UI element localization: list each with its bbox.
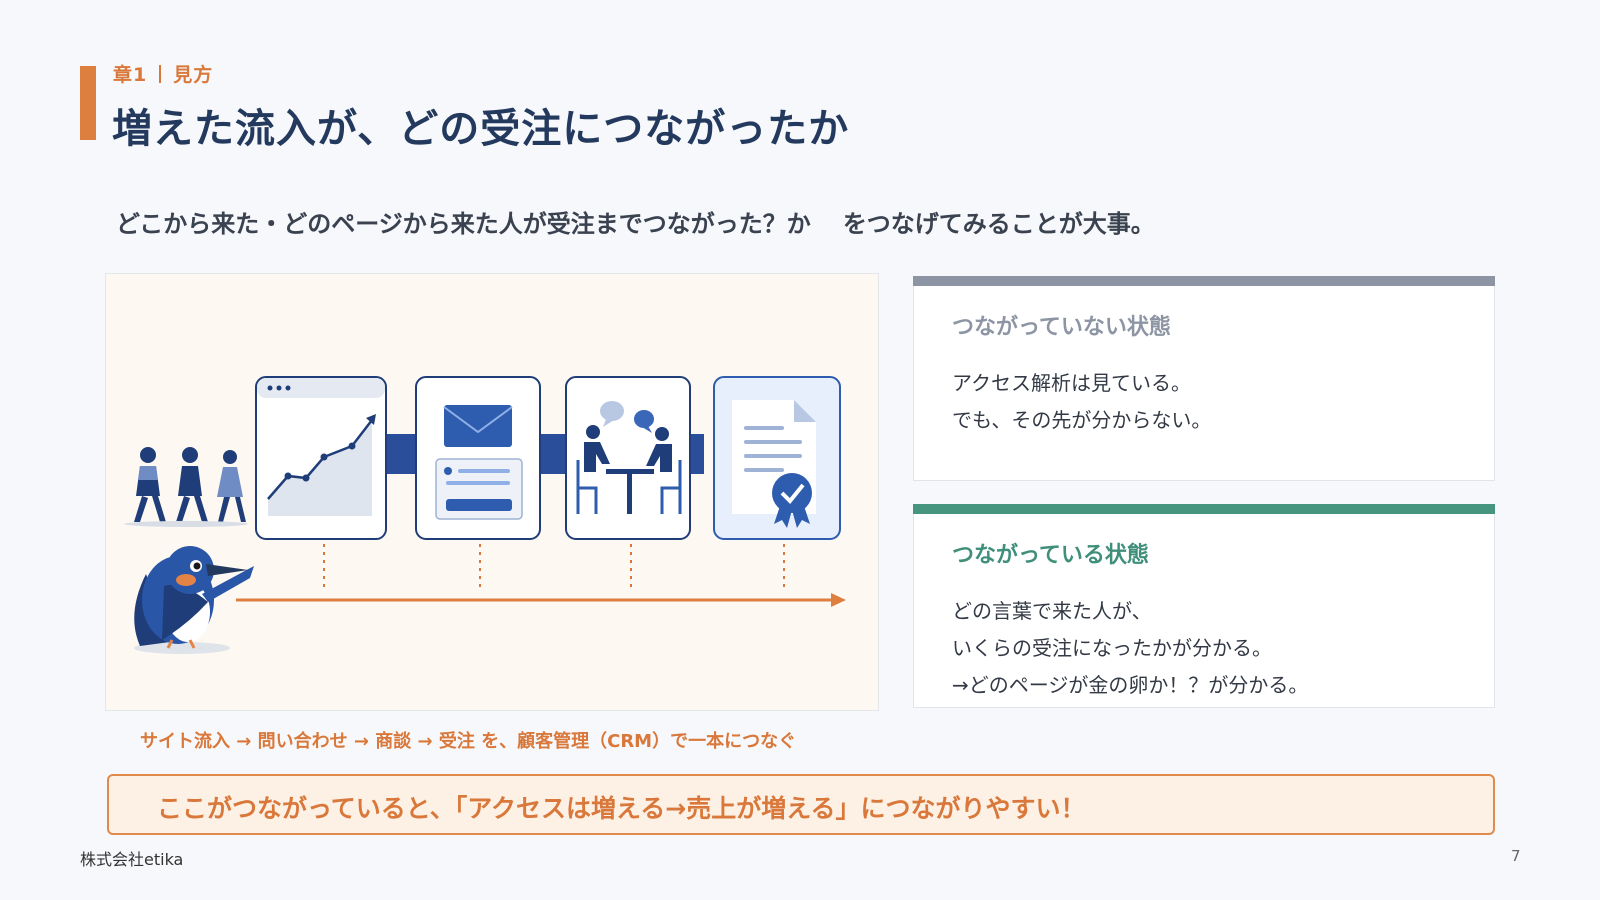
- card-line: でも、その先が分からない。: [952, 408, 1212, 432]
- disconnected-card-title: つながっていない状態: [952, 315, 1171, 340]
- connected-state-card: つながっている状態 どの言葉で来た人が、 いくらの受注になったかが分かる。 →ど…: [913, 504, 1495, 708]
- funnel-caption: サイト流入 → 問い合わせ → 商談 → 受注 を、顧客管理（CRM）で一本につ…: [140, 731, 797, 752]
- key-message-text: ここがつながっていると、「アクセスは増える→売上が増える」につながりやすい！: [157, 794, 1086, 823]
- connected-card-title: つながっている状態: [952, 543, 1149, 568]
- card-top-line: [913, 504, 1495, 514]
- card-line: いくらの受注になったかが分かる。: [952, 636, 1272, 660]
- disconnected-state-card: つながっていない状態 アクセス解析は見ている。 でも、その先が分からない。: [913, 276, 1495, 481]
- lead-text: どこから来た・どのページから来た人が受注までつながった？か をつなげてみることが大…: [116, 204, 1155, 239]
- dotted-guides: [323, 544, 785, 590]
- title-accent-bar: [80, 66, 96, 140]
- funnel-illustration: [105, 273, 879, 711]
- email-form-icon: [415, 376, 541, 540]
- card-line: →どのページが金の卵か！？が分かる。: [952, 673, 1309, 697]
- page-title: 増えた流入が、どの受注につながったか: [112, 106, 850, 152]
- key-message-callout: ここがつながっていると、「アクセスは増える→売上が増える」につながりやすい！: [107, 774, 1495, 835]
- chapter-number: 章1: [113, 64, 148, 86]
- timeline-arrow: [236, 593, 846, 607]
- chapter-separator: [159, 65, 162, 83]
- section-name: 見方: [173, 64, 214, 86]
- card-top-line: [913, 276, 1495, 286]
- connected-card-body: どの言葉で来た人が、 いくらの受注になったかが分かる。 →どのページが金の卵か！…: [952, 593, 1308, 704]
- card-line: どの言葉で来た人が、: [952, 599, 1152, 623]
- chapter-label: 章1 見方: [113, 60, 213, 87]
- contract-certificate-icon: [713, 376, 841, 540]
- meeting-icon: [565, 376, 691, 540]
- people-icon: [124, 447, 248, 527]
- funnel-illustration-svg: [124, 376, 846, 654]
- lead-text-part2: をつなげてみることが大事。: [842, 210, 1155, 238]
- disconnected-card-body: アクセス解析は見ている。 でも、その先が分からない。: [952, 365, 1211, 439]
- page-number: 7: [1511, 847, 1521, 865]
- kingfisher-mascot-icon: [134, 546, 254, 654]
- footer-company: 株式会社etika: [80, 850, 184, 869]
- card-line: アクセス解析は見ている。: [952, 371, 1191, 395]
- growth-chart-icon: [255, 376, 387, 540]
- lead-text-part1: どこから来た・どのページから来た人が受注までつながった？か: [116, 210, 811, 238]
